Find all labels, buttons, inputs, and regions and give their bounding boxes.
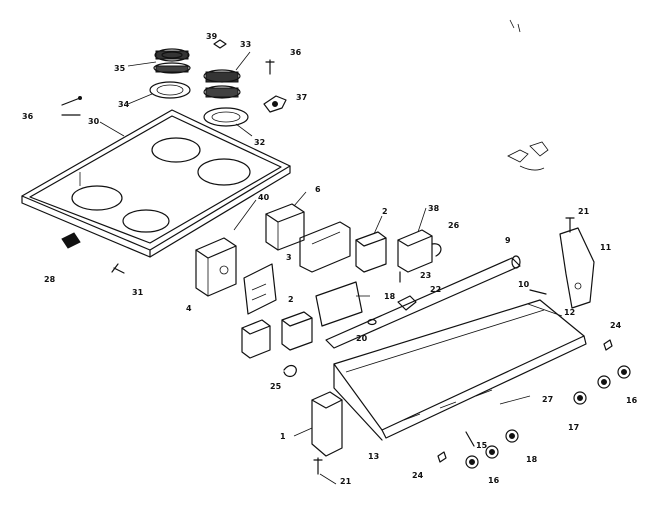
callout-27: 27: [542, 395, 553, 404]
cooktop-panel: [21, 109, 291, 258]
callout-22: 22: [430, 285, 441, 294]
callout-21-top: 21: [578, 207, 590, 216]
callout-1: 1: [280, 432, 286, 441]
callout-20: 20: [356, 334, 368, 343]
callout-21-bottom: 21: [340, 477, 352, 486]
callout-37: 37: [296, 93, 307, 102]
callout-13: 13: [368, 452, 379, 461]
callout-35: 35: [114, 64, 126, 73]
callout-24-bottom: 24: [412, 471, 424, 480]
callout-32: 32: [254, 138, 265, 147]
callout-31: 31: [132, 288, 144, 297]
callout-10: 10: [518, 280, 530, 289]
callout-9: 9: [505, 236, 511, 245]
callout-15: 15: [476, 441, 488, 450]
callout-40: 40: [258, 193, 270, 202]
callout-3: 3: [286, 253, 292, 262]
callout-18-mid: 18: [384, 292, 396, 301]
callout-24-right: 24: [610, 321, 622, 330]
callout-11: 11: [600, 243, 612, 252]
callout-28: 28: [44, 275, 56, 284]
callout-16-bottom: 16: [488, 476, 500, 485]
callout-2-lower: 2: [288, 295, 294, 304]
control-panel-assembly: [325, 217, 631, 469]
callout-36-top: 36: [290, 48, 302, 57]
callout-33: 33: [240, 40, 251, 49]
callout-34: 34: [118, 100, 130, 109]
callout-39: 39: [206, 32, 218, 41]
callout-36-left: 36: [22, 112, 34, 121]
loose-fragments: [507, 19, 549, 171]
callout-26: 26: [448, 221, 460, 230]
callout-17: 17: [568, 423, 579, 432]
part-callouts: 1 2 2 3 4 6 9 10 11 12 13 15 16 16 17 18…: [22, 32, 638, 486]
callout-4: 4: [186, 304, 192, 313]
leader-lines: [99, 51, 563, 485]
knob-and-screw: [61, 232, 125, 274]
control-components: [195, 203, 442, 378]
callout-6: 6: [315, 185, 321, 194]
surface-elements: [61, 39, 287, 127]
callout-18-bottom: 18: [526, 455, 538, 464]
callout-23: 23: [420, 271, 431, 280]
callout-38: 38: [428, 204, 440, 213]
callout-16-right: 16: [626, 396, 638, 405]
callout-2-upper: 2: [382, 207, 388, 216]
callout-30: 30: [88, 117, 100, 126]
callout-12: 12: [564, 308, 575, 317]
callout-25: 25: [270, 382, 282, 391]
end-cap: [311, 391, 343, 475]
